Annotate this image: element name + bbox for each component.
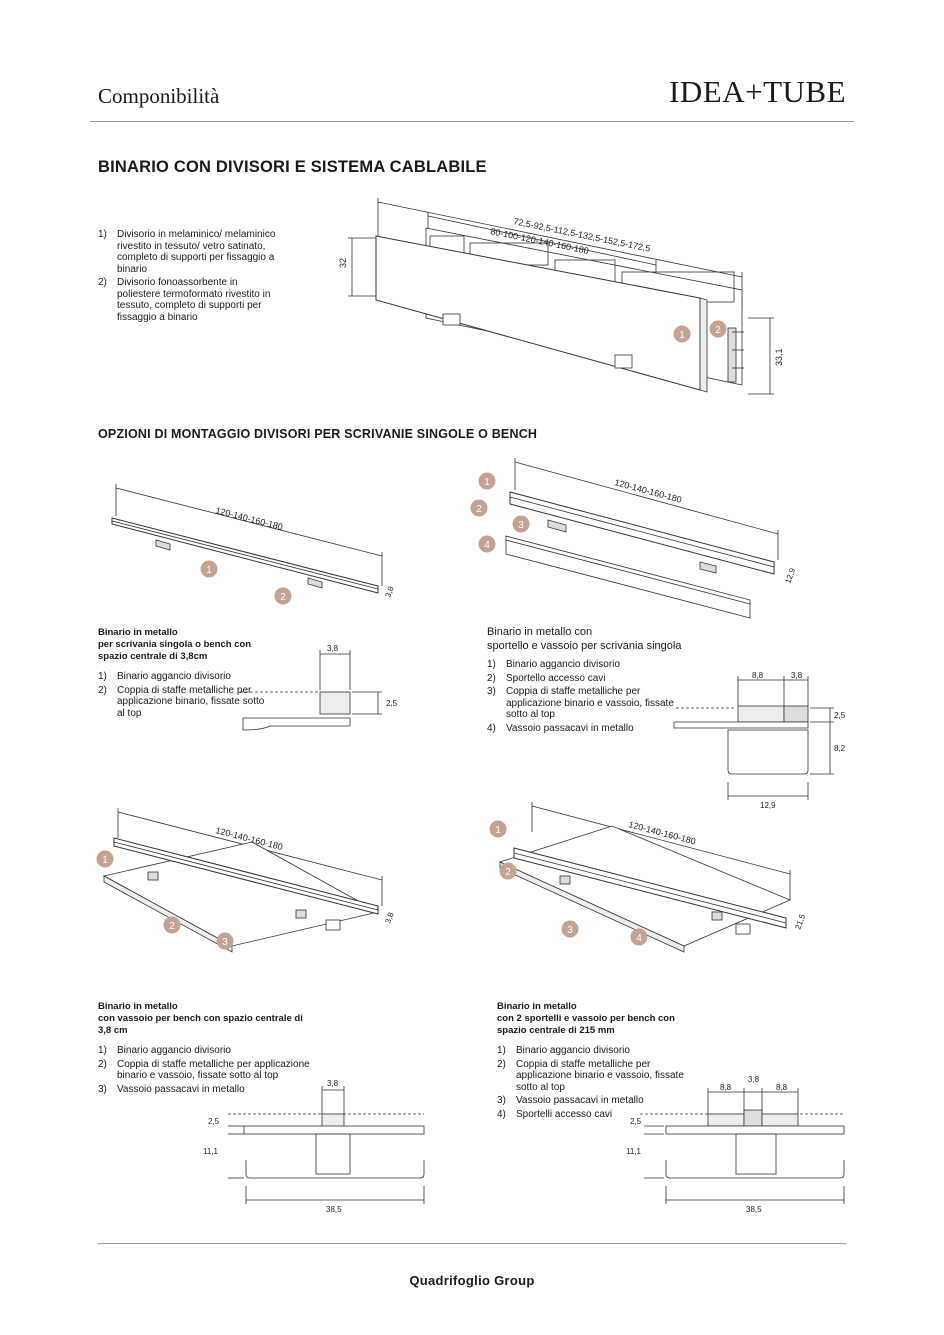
callout-badge: [216, 932, 234, 950]
option1-caption: Binario in metallo per scrivania singola…: [98, 627, 252, 662]
svg-text:21,5: 21,5: [793, 912, 807, 930]
callout-badge: [96, 850, 114, 868]
svg-text:2: 2: [715, 325, 721, 336]
svg-text:3: 3: [518, 520, 524, 531]
callout-badge: [274, 587, 292, 605]
svg-text:2: 2: [280, 592, 286, 603]
option4-caption: Binario in metallo con 2 sportelli e vas…: [497, 1001, 675, 1036]
svg-text:11,1: 11,1: [203, 1147, 219, 1156]
list-item: 2)Coppia di staffe metalliche per applic…: [98, 684, 265, 719]
svg-text:2,5: 2,5: [208, 1117, 220, 1126]
svg-text:38,5: 38,5: [746, 1205, 762, 1214]
section1-list: 1)Divisorio in melaminico/ melaminico ri…: [98, 229, 283, 325]
dim-height-left: 32: [338, 258, 348, 268]
list-item: 1)Binario aggancio divisorio: [98, 671, 231, 682]
callout-badge: [630, 928, 648, 946]
svg-text:3,8: 3,8: [791, 671, 803, 680]
svg-text:3,8: 3,8: [327, 644, 339, 653]
callout-badge: [512, 515, 530, 533]
svg-text:2,5: 2,5: [386, 699, 398, 708]
svg-text:2: 2: [169, 921, 175, 932]
header-divider: [90, 121, 854, 122]
dim-height-right: 33,1: [774, 348, 784, 366]
list-item: 1)Binario aggancio divisorio: [487, 659, 620, 670]
svg-text:1: 1: [679, 330, 685, 341]
svg-text:2: 2: [476, 504, 482, 515]
callout-badge: [478, 472, 496, 490]
option1-list: 1)Binario aggancio divisorio 2)Coppia di…: [98, 671, 270, 721]
callout-badge: [489, 820, 507, 838]
footer-brand: Quadrifoglio Group: [409, 1273, 535, 1288]
callout-badge: [709, 320, 727, 338]
svg-text:1: 1: [495, 825, 501, 836]
svg-text:3,8: 3,8: [327, 1079, 339, 1088]
list-item: 2)Divisorio fonoassorbente in poliestere…: [98, 277, 271, 323]
svg-text:3: 3: [567, 925, 573, 936]
list-item: 1)Divisorio in melaminico/ melaminico ri…: [98, 229, 276, 275]
list-item: 2)Sportello accesso cavi: [487, 672, 606, 684]
svg-text:8,8: 8,8: [720, 1083, 732, 1092]
svg-text:1: 1: [484, 477, 490, 488]
brand-logo: IDEA+TUBE: [669, 74, 846, 109]
svg-text:2,5: 2,5: [630, 1117, 642, 1126]
section-title: Componibilità: [98, 84, 220, 108]
svg-text:3: 3: [222, 937, 228, 948]
svg-text:2: 2: [505, 867, 511, 878]
option2-list: 1)Binario aggancio divisorio 2)Sportello…: [487, 659, 677, 736]
divider-assembly-drawing: 72,5-92,5-112,5-132,5-152,5-172,5 80-100…: [338, 198, 784, 395]
section1-title: BINARIO CON DIVISORI E SISTEMA CABLABILE: [98, 158, 487, 176]
svg-text:1: 1: [206, 565, 212, 576]
list-item: 3)Coppia di staffe metalliche per applic…: [487, 686, 674, 720]
svg-text:4: 4: [636, 933, 642, 944]
footer-divider: [98, 1243, 846, 1244]
list-item: 4)Sportelli accesso cavi: [497, 1108, 613, 1120]
svg-text:2,5: 2,5: [834, 711, 846, 720]
list-item: 1)Binario aggancio divisorio: [98, 1045, 231, 1056]
callout-badge: [673, 325, 691, 343]
svg-text:11,1: 11,1: [626, 1147, 642, 1156]
svg-text:8,2: 8,2: [834, 744, 846, 753]
callout-badge: [499, 862, 517, 880]
svg-text:3,8: 3,8: [383, 585, 395, 599]
svg-text:1: 1: [102, 855, 108, 866]
list-item: 1)Binario aggancio divisorio: [497, 1045, 630, 1056]
list-item: 2)Coppia di staffe metalliche per applic…: [98, 1058, 310, 1082]
svg-text:12,9: 12,9: [760, 801, 776, 810]
list-item: 2)Coppia di staffe metalliche per applic…: [497, 1058, 684, 1093]
svg-text:3,8: 3,8: [383, 911, 395, 925]
section2-title: OPZIONI DI MONTAGGIO DIVISORI PER SCRIVA…: [98, 427, 538, 441]
callout-badge: [200, 560, 218, 578]
callout-badge: [561, 920, 579, 938]
option2-caption: Binario in metallo con sportello e vasso…: [487, 626, 682, 652]
svg-text:8,8: 8,8: [776, 1083, 788, 1092]
list-item: 3)Vassoio passacavi in metallo: [98, 1083, 245, 1095]
svg-text:4: 4: [484, 540, 490, 551]
svg-text:38,5: 38,5: [326, 1205, 342, 1214]
option4-list: 1)Binario aggancio divisorio 2)Coppia di…: [497, 1045, 693, 1122]
option3-caption: Binario in metallo con vassoio per bench…: [98, 1001, 303, 1036]
list-item: 3)Vassoio passacavi in metallo: [497, 1095, 644, 1106]
callout-badge: [163, 916, 181, 934]
list-item: 4)Vassoio passacavi in metallo: [487, 722, 634, 734]
svg-text:8,8: 8,8: [752, 671, 764, 680]
option3-list: 1)Binario aggancio divisorio 2)Coppia di…: [98, 1045, 320, 1097]
callout-badge: [478, 535, 496, 553]
callout-badge: [470, 499, 488, 517]
svg-text:3,8: 3,8: [748, 1075, 760, 1084]
